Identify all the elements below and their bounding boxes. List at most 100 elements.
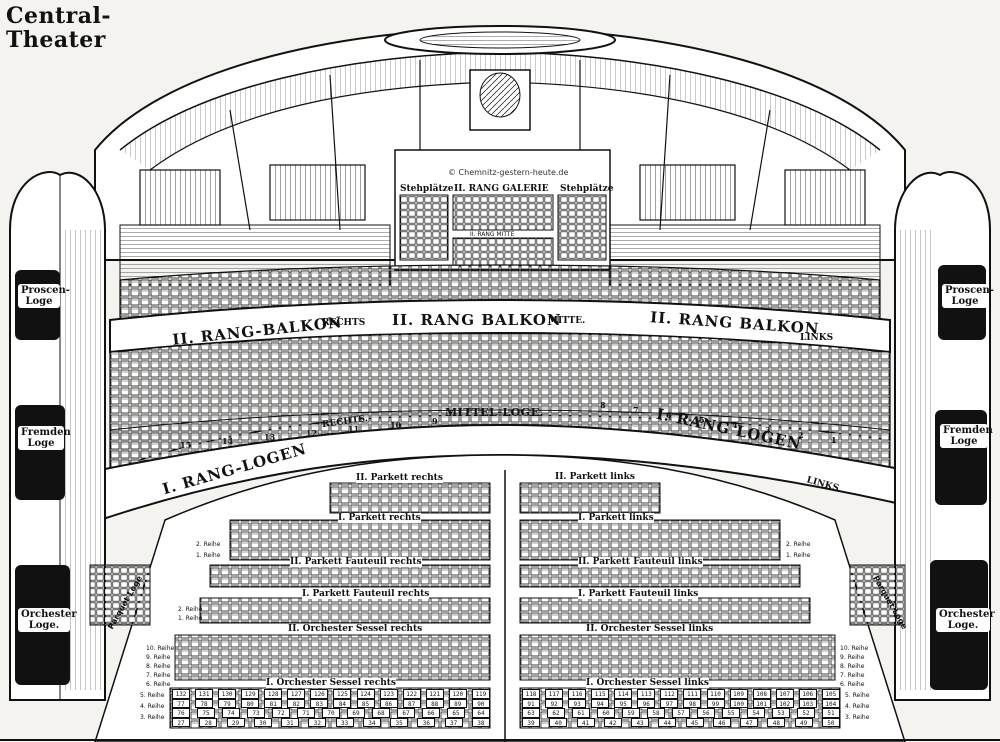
- seat-number[interactable]: 108: [752, 689, 771, 699]
- seat-number[interactable]: 81: [264, 698, 283, 708]
- seat-number[interactable]: 126: [310, 689, 329, 699]
- seat-number[interactable]: 116: [568, 689, 587, 699]
- seat-number[interactable]: 43: [631, 717, 650, 727]
- seat-number[interactable]: 53: [772, 708, 790, 718]
- seat-number[interactable]: 125: [333, 689, 352, 699]
- seat-number[interactable]: 101: [752, 698, 771, 708]
- seat-number[interactable]: 37: [444, 717, 463, 727]
- seat-number[interactable]: 31: [281, 717, 300, 727]
- seat-number[interactable]: 78: [195, 698, 214, 708]
- seat-number[interactable]: 104: [821, 698, 840, 708]
- seat-number[interactable]: 56: [697, 708, 715, 718]
- seat-number[interactable]: 73: [247, 708, 265, 718]
- seat-number[interactable]: 75: [197, 708, 215, 718]
- seat-number[interactable]: 46: [712, 717, 731, 727]
- seat-number[interactable]: 39: [522, 717, 540, 727]
- seat-number[interactable]: 48: [767, 717, 786, 727]
- seat-number[interactable]: 123: [379, 689, 398, 699]
- seat-number[interactable]: 77: [172, 698, 190, 708]
- seat-number[interactable]: 131: [195, 689, 214, 699]
- seat-number[interactable]: 38: [471, 717, 490, 727]
- seat-number[interactable]: 45: [685, 717, 704, 727]
- seat-number[interactable]: 89: [448, 698, 467, 708]
- seat-number[interactable]: 84: [333, 698, 352, 708]
- seat-number[interactable]: 47: [740, 717, 759, 727]
- seat-number[interactable]: 35: [390, 717, 409, 727]
- seat-number[interactable]: 103: [798, 698, 817, 708]
- seat-number[interactable]: 85: [356, 698, 375, 708]
- seat-number[interactable]: 105: [821, 689, 840, 699]
- seat-number[interactable]: 106: [798, 689, 817, 699]
- seat-number[interactable]: 122: [402, 689, 421, 699]
- seat-number[interactable]: 65: [447, 708, 465, 718]
- seat-number[interactable]: 112: [660, 689, 679, 699]
- seat-number[interactable]: 117: [545, 689, 564, 699]
- seat-number[interactable]: 68: [372, 708, 390, 718]
- seat-number[interactable]: 87: [402, 698, 421, 708]
- seat-number[interactable]: 69: [347, 708, 365, 718]
- seat-number[interactable]: 96: [637, 698, 656, 708]
- seat-number[interactable]: 52: [797, 708, 815, 718]
- seat-number[interactable]: 98: [683, 698, 702, 708]
- seat-number[interactable]: 49: [794, 717, 813, 727]
- seat-number[interactable]: 50: [821, 717, 840, 727]
- seat-number[interactable]: 94: [591, 698, 610, 708]
- seat-number[interactable]: 33: [335, 717, 354, 727]
- seat-number[interactable]: 120: [448, 689, 467, 699]
- seat-number[interactable]: 83: [310, 698, 329, 708]
- seat-number[interactable]: 109: [729, 689, 748, 699]
- seat-number[interactable]: 71: [297, 708, 315, 718]
- seat-number[interactable]: 36: [417, 717, 436, 727]
- seat-number[interactable]: 91: [522, 698, 540, 708]
- seat-number[interactable]: 88: [425, 698, 444, 708]
- seat-number[interactable]: 127: [287, 689, 306, 699]
- seat-number[interactable]: 102: [775, 698, 794, 708]
- seat-number[interactable]: 40: [549, 717, 568, 727]
- seat-number[interactable]: 44: [658, 717, 677, 727]
- seat-number[interactable]: 86: [379, 698, 398, 708]
- seat-number[interactable]: 95: [614, 698, 633, 708]
- seat-number[interactable]: 32: [308, 717, 327, 727]
- seat-number[interactable]: 66: [422, 708, 440, 718]
- seat-number[interactable]: 76: [172, 708, 190, 718]
- seat-number[interactable]: 119: [471, 689, 490, 699]
- seat-number[interactable]: 130: [218, 689, 237, 699]
- seat-number[interactable]: 58: [647, 708, 665, 718]
- seat-number[interactable]: 124: [356, 689, 375, 699]
- seat-number[interactable]: 61: [572, 708, 590, 718]
- seat-number[interactable]: 74: [222, 708, 240, 718]
- seat-number[interactable]: 72: [272, 708, 290, 718]
- seat-number[interactable]: 118: [522, 689, 540, 699]
- seat-number[interactable]: 54: [747, 708, 765, 718]
- seat-number[interactable]: 97: [660, 698, 679, 708]
- seat-number[interactable]: 41: [576, 717, 595, 727]
- seat-number[interactable]: 57: [672, 708, 690, 718]
- seat-number[interactable]: 114: [614, 689, 633, 699]
- seat-number[interactable]: 29: [226, 717, 245, 727]
- seat-number[interactable]: 62: [547, 708, 565, 718]
- seat-number[interactable]: 27: [172, 717, 190, 727]
- seat-number[interactable]: 28: [199, 717, 218, 727]
- seat-number[interactable]: 93: [568, 698, 587, 708]
- seat-number[interactable]: 51: [822, 708, 840, 718]
- seat-number[interactable]: 111: [683, 689, 702, 699]
- seat-number[interactable]: 79: [218, 698, 237, 708]
- seat-number[interactable]: 92: [545, 698, 564, 708]
- seat-number[interactable]: 34: [362, 717, 381, 727]
- seat-number[interactable]: 67: [397, 708, 415, 718]
- seat-number[interactable]: 113: [637, 689, 656, 699]
- seat-number[interactable]: 121: [425, 689, 444, 699]
- seat-number[interactable]: 128: [264, 689, 283, 699]
- seat-number[interactable]: 100: [729, 698, 748, 708]
- seat-number[interactable]: 82: [287, 698, 306, 708]
- seat-number[interactable]: 63: [522, 708, 540, 718]
- seat-number[interactable]: 60: [597, 708, 615, 718]
- seat-number[interactable]: 115: [591, 689, 610, 699]
- seat-number[interactable]: 110: [706, 689, 725, 699]
- seat-number[interactable]: 59: [622, 708, 640, 718]
- seat-number[interactable]: 80: [241, 698, 260, 708]
- seat-number[interactable]: 129: [241, 689, 260, 699]
- seat-number[interactable]: 90: [471, 698, 490, 708]
- seat-number[interactable]: 55: [722, 708, 740, 718]
- seat-number[interactable]: 30: [253, 717, 272, 727]
